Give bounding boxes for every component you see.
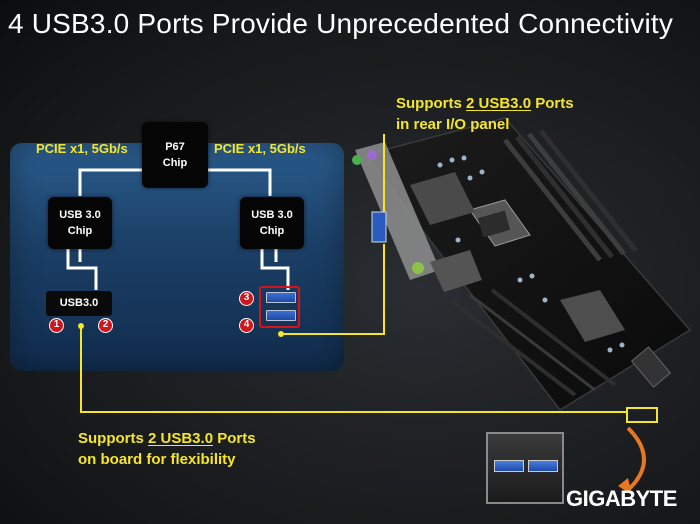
page-title: 4 USB3.0 Ports Provide Unprecedented Con… <box>8 8 674 39</box>
onboard-callout-pre: Supports <box>78 430 148 447</box>
usb-port-icon <box>528 460 558 472</box>
pcie-link-left-label: PCIE x1, 5Gb/s <box>36 141 128 156</box>
usb3-chip-right-line1: USB 3.0 <box>251 209 293 221</box>
usb-port-icon <box>266 310 296 321</box>
rear-io-callout-line2: in rear I/O panel <box>396 116 510 133</box>
port-number-badge-2: 2 <box>98 318 113 333</box>
usb3-chip-right: USB 3.0 Chip <box>240 197 304 249</box>
p67-chip-line1: P67 <box>165 141 185 153</box>
onboard-ports-inset <box>486 432 564 504</box>
curved-arrow-icon <box>626 426 646 492</box>
port-number-badge-1: 1 <box>49 318 64 333</box>
gigabyte-logo: GIGABYTE <box>566 486 677 511</box>
rear-io-callout: Supports 2 USB3.0 Ports in rear I/O pane… <box>396 93 574 135</box>
rear-port-highlight <box>259 286 300 328</box>
usb3-header-block: USB3.0 <box>46 291 112 316</box>
usb3-chip-right-line2: Chip <box>259 225 285 237</box>
p67-chip-line2: Chip <box>162 157 188 169</box>
rear-io-callout-post: Ports <box>531 95 574 112</box>
onboard-callout-line1: Supports 2 USB3.0 Ports <box>78 428 256 449</box>
usb-port-icon <box>266 292 296 303</box>
rear-io-callout-pre: Supports <box>396 95 466 112</box>
usb3-chip-left-line2: Chip <box>67 225 93 237</box>
onboard-callout-count: 2 USB3.0 <box>148 430 214 447</box>
rear-io-callout-count: 2 USB3.0 <box>466 95 532 112</box>
onboard-callout-post: Ports <box>213 430 256 447</box>
usb3-chip-left: USB 3.0 Chip <box>48 197 112 249</box>
usb-port-icon <box>494 460 524 472</box>
port-number-badge-3: 3 <box>239 291 254 306</box>
onboard-callout: Supports 2 USB3.0 Ports on board for fle… <box>78 428 256 470</box>
port-number-badge-4: 4 <box>239 318 254 333</box>
pcie-link-right-label: PCIE x1, 5Gb/s <box>214 141 306 156</box>
usb3-chip-left-line1: USB 3.0 <box>59 209 101 221</box>
rear-io-callout-line1: Supports 2 USB3.0 Ports <box>396 93 574 114</box>
p67-chip: P67 Chip <box>142 122 208 188</box>
onboard-callout-line2: on board for flexibility <box>78 451 236 468</box>
